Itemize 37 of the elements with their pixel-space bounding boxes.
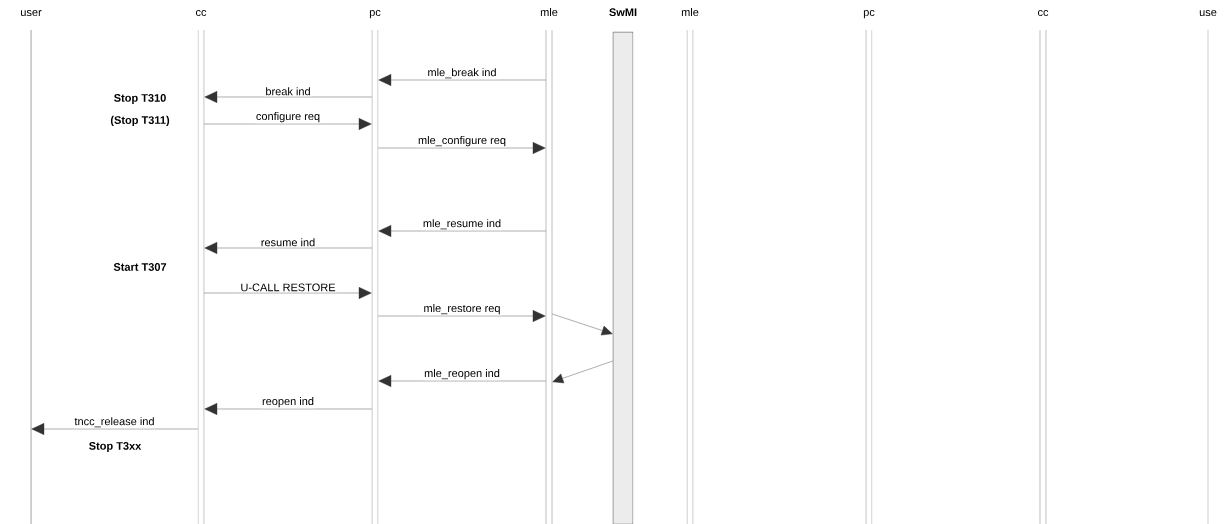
arrow (378, 74, 546, 86)
arrow (204, 118, 372, 130)
timer-note: (Stop T311) (110, 115, 170, 127)
timer-note: Stop T3xx (89, 442, 142, 452)
edge-label: configure req (254, 111, 322, 124)
edge-label: mle_break ind (426, 67, 498, 80)
edge-label: resume ind (259, 237, 317, 248)
arrow (552, 313, 613, 336)
arrow (204, 403, 372, 415)
lifeline-header: mle (540, 8, 558, 17)
arrow (378, 375, 546, 387)
arrow (552, 360, 613, 384)
edge-label: U-CALL RESTORE (239, 282, 337, 293)
arrow (378, 225, 546, 237)
lifeline-header: user (21, 10, 42, 17)
lifeline-header: mle (681, 8, 699, 17)
lifeline-header: cc (196, 10, 207, 17)
lifeline-header: cc (1037, 10, 1049, 17)
arrow (31, 423, 198, 435)
lifeline-header: pc (863, 10, 875, 19)
edge-label: mle_restore req (422, 303, 502, 316)
arrow (204, 287, 372, 299)
edge-label: break ind (264, 86, 312, 97)
timer-note: Stop T310 (114, 94, 166, 104)
arrow (204, 91, 372, 103)
edge-label: mle_resume ind (421, 218, 503, 231)
lifeline-header: SwMI (609, 8, 637, 17)
timer-note: Start T307 (113, 263, 167, 271)
edge-label: mle_configure req (417, 135, 508, 148)
arrow (204, 242, 372, 254)
arrow (378, 310, 546, 322)
lifeline-header: pc (369, 10, 381, 19)
lifeline-header: use (1199, 10, 1217, 17)
arrow (378, 142, 546, 154)
edge-label: reopen ind (261, 396, 315, 409)
edge-label: mle_reopen ind (423, 368, 501, 381)
edge-label: tncc_release ind (73, 416, 156, 429)
